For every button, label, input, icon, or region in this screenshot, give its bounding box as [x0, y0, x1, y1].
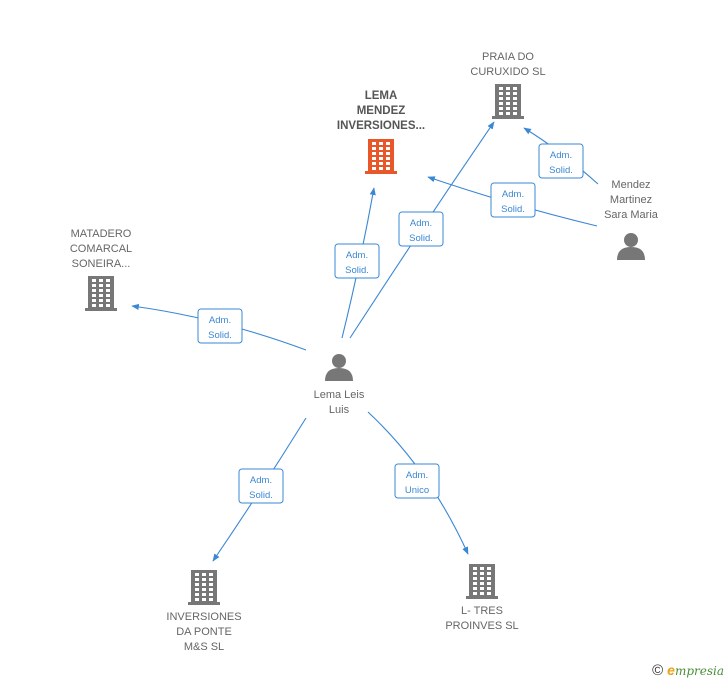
node-label: DA PONTE	[176, 626, 232, 638]
edge-label-box[interactable]	[394, 463, 440, 499]
brand-name: mpresia	[674, 664, 724, 678]
node-label: L- TRES	[461, 605, 503, 617]
edge-mendez-to-praia[interactable]: Adm. Solid.	[523, 127, 599, 185]
node-label: Martinez	[610, 194, 652, 206]
node-label: MENDEZ	[357, 105, 406, 117]
edge-lema_leis-to-ltres[interactable]: Adm. Unico	[367, 411, 469, 555]
brand-initial: e	[667, 662, 675, 678]
node-inversiones[interactable]: INVERSIONES DA PONTE M&S SL	[166, 570, 242, 653]
edge-label-text: Solid.	[208, 330, 232, 341]
copyright-symbol: ©	[652, 662, 664, 679]
node-label: LEMA	[365, 90, 398, 102]
node-label: COMARCAL	[70, 243, 132, 255]
edge-label-text: Solid.	[409, 233, 433, 244]
edge-label-text: Solid.	[549, 165, 573, 176]
node-label: MATADERO	[71, 228, 132, 240]
edge-label-box[interactable]	[398, 211, 444, 247]
building-icon	[188, 570, 220, 605]
building-icon	[365, 139, 397, 174]
edge-lema_leis-to-lema_mendez[interactable]: Adm. Solid.	[334, 187, 380, 339]
node-label: SONEIRA...	[72, 258, 131, 270]
footer-brand[interactable]: ©empresia	[652, 662, 724, 679]
edge-label-text: Adm.	[406, 470, 428, 481]
edge-label-text: Solid.	[249, 490, 273, 501]
edge-label-box[interactable]	[490, 182, 536, 218]
node-matadero[interactable]: MATADERO COMARCAL SONEIRA...	[70, 228, 132, 311]
edge-label-text: Adm.	[346, 250, 368, 261]
node-lema_mendez[interactable]: LEMA MENDEZ INVERSIONES...	[337, 90, 425, 174]
building-icon	[466, 564, 498, 599]
edge-label-box[interactable]	[538, 143, 584, 179]
node-label: PRAIA DO	[482, 51, 534, 63]
node-label: INVERSIONES	[166, 611, 241, 623]
edge-label-text: Solid.	[345, 265, 369, 276]
edge-label-text: Adm.	[550, 150, 572, 161]
node-label: CURUXIDO SL	[470, 66, 545, 78]
edge-label-text: Adm.	[410, 218, 432, 229]
person-icon	[617, 233, 645, 260]
node-label: Mendez	[611, 179, 650, 191]
node-label: Lema Leis	[314, 389, 365, 401]
edge-label-box[interactable]	[238, 468, 284, 504]
nodes-layer: LEMA MENDEZ INVERSIONES... PRAIA DO CURUXIDO…	[70, 51, 659, 653]
edge-label-box[interactable]	[334, 243, 380, 279]
edge-label-text: Adm.	[502, 189, 524, 200]
person-icon	[325, 354, 353, 381]
node-label: Luis	[329, 404, 350, 416]
edge-mendez-to-lema_mendez[interactable]: Adm. Solid.	[427, 176, 598, 227]
node-label: Sara Maria	[604, 209, 659, 221]
edge-label-text: Adm.	[209, 315, 231, 326]
edge-label-text: Solid.	[501, 204, 525, 215]
edge-lema_leis-to-matadero[interactable]: Adm. Solid.	[131, 303, 307, 351]
node-label: INVERSIONES...	[337, 120, 425, 132]
node-ltres[interactable]: L- TRES PROINVES SL	[445, 564, 519, 632]
edge-lema_leis-to-praia[interactable]: Adm. Solid.	[349, 121, 495, 339]
edges-layer: Adm. Solid. Adm. Solid. Adm. Solid. Adm. Solid.…	[131, 121, 599, 562]
building-icon	[492, 84, 524, 119]
edge-label-text: Unico	[405, 485, 429, 496]
node-label: PROINVES SL	[445, 620, 518, 632]
building-icon	[85, 276, 117, 311]
node-praia[interactable]: PRAIA DO CURUXIDO SL	[470, 51, 546, 119]
edge-label-box[interactable]	[197, 308, 243, 344]
edge-label-text: Adm.	[250, 475, 272, 486]
edge-lema_leis-to-inversiones[interactable]: Adm. Solid.	[212, 417, 307, 562]
node-label: M&S SL	[184, 641, 224, 653]
